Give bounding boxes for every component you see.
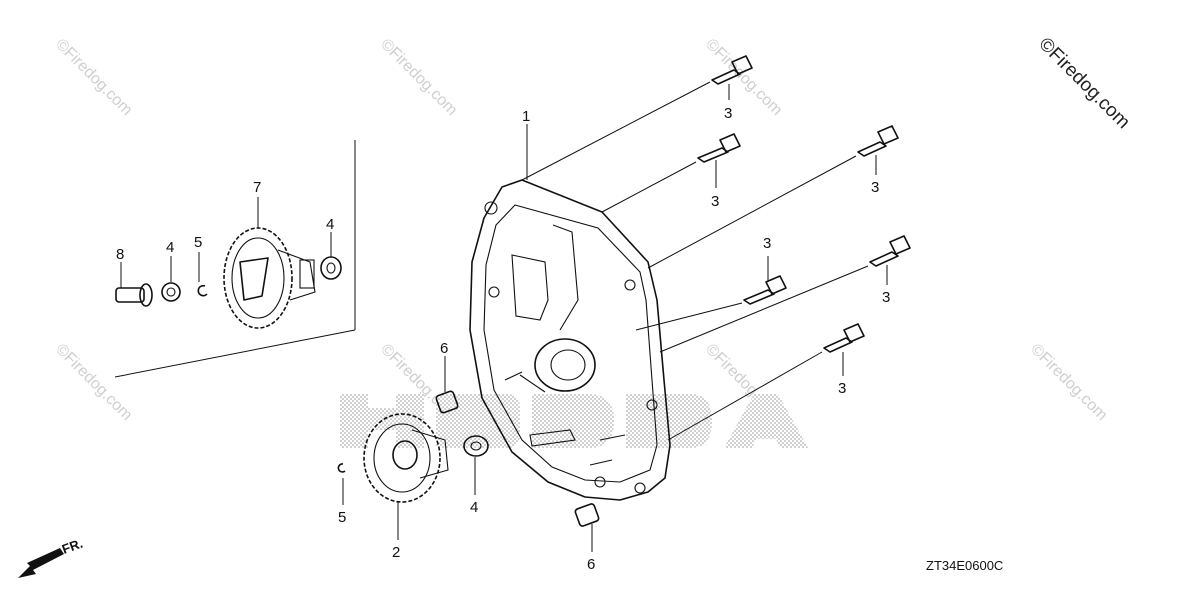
callout-6: 6 <box>587 556 595 573</box>
bolt-part-3 <box>635 275 787 331</box>
watermark: ©Firedog.com <box>52 341 135 424</box>
callout-3: 3 <box>871 179 879 196</box>
bolt-part-3 <box>647 125 899 269</box>
callout-4: 4 <box>326 216 334 233</box>
clip-part-5 <box>337 463 346 473</box>
callout-3: 3 <box>724 105 732 122</box>
callout-3: 3 <box>711 193 719 210</box>
front-arrow-icon <box>18 548 64 578</box>
callout-5: 5 <box>194 234 202 251</box>
watermark: ©Firedog.com <box>52 36 135 119</box>
callout-5: 5 <box>338 509 346 526</box>
bolt-part-3 <box>667 323 865 441</box>
bolt-part-3 <box>521 55 753 181</box>
callout-1: 1 <box>522 108 530 125</box>
watermarks: ©Firedog.com ©Firedog.com ©Firedog.com ©… <box>52 34 1134 424</box>
diagram-part-code: ZT34E0600C <box>926 558 1003 573</box>
bolt-part-3 <box>659 235 911 353</box>
callout-8: 8 <box>116 246 124 263</box>
watermark: ©Firedog.com <box>377 36 460 119</box>
governor-gear-part-7 <box>223 227 316 329</box>
front-label: FR. <box>60 536 85 557</box>
callout-numbers: 1 2 3 3 3 3 3 3 4 4 4 5 5 6 6 7 8 <box>116 105 890 573</box>
washer-part-4 <box>463 435 489 457</box>
callout-3: 3 <box>882 289 890 306</box>
callout-3: 3 <box>838 380 846 397</box>
front-direction-indicator: FR. <box>18 536 85 578</box>
callout-4: 4 <box>470 499 478 516</box>
watermark: ©Firedog.com <box>702 36 785 119</box>
callout-2: 2 <box>392 544 400 561</box>
subassembly-divider <box>114 140 356 378</box>
washer-part-4 <box>320 256 342 280</box>
clip-part-5 <box>197 284 208 297</box>
callout-leaders <box>120 84 888 552</box>
camshaft-gear-part-2 <box>363 413 449 503</box>
pin-part-8 <box>115 283 153 307</box>
watermark-corner: ©Firedog.com <box>1034 34 1133 133</box>
bolt-part-3 <box>601 133 741 213</box>
callout-4: 4 <box>166 239 174 256</box>
crankcase-cover-part-1 <box>469 179 671 501</box>
dowel-pin-part-6 <box>435 390 459 414</box>
watermark: ©Firedog.com <box>1027 341 1110 424</box>
dowel-pin-part-6 <box>574 503 600 527</box>
callout-7: 7 <box>253 179 261 196</box>
callout-3: 3 <box>763 235 771 252</box>
washer-part-4 <box>161 282 181 302</box>
callout-6: 6 <box>440 340 448 357</box>
